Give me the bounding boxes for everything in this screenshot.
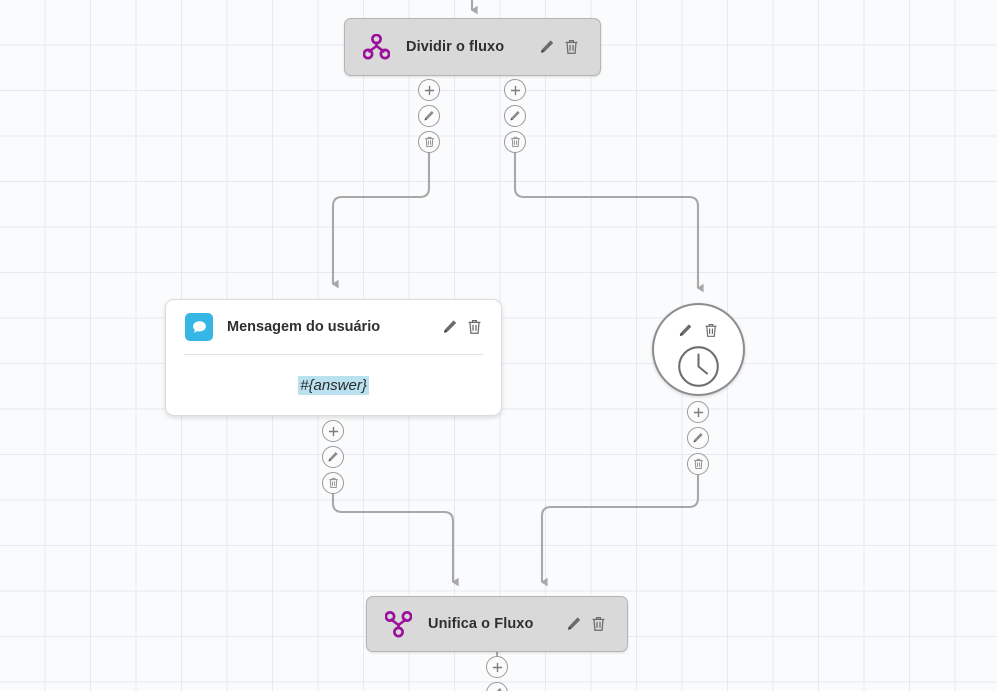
delete-icon[interactable] xyxy=(504,131,526,153)
chat-bubble-icon xyxy=(185,313,213,341)
node-header-actions xyxy=(442,319,483,336)
node-body[interactable]: #{answer} xyxy=(166,355,501,416)
delete-icon[interactable] xyxy=(704,323,720,340)
node-title: Unifica o Fluxo xyxy=(428,616,534,632)
edge-split-left-to-message xyxy=(331,152,431,289)
node-title: Dividir o fluxo xyxy=(406,39,505,55)
edit-icon[interactable] xyxy=(322,446,344,468)
add-icon[interactable] xyxy=(486,656,508,678)
edge-delay-to-merge xyxy=(540,475,700,587)
edit-icon[interactable] xyxy=(504,105,526,127)
add-icon[interactable] xyxy=(504,79,526,101)
edge-message-to-merge xyxy=(331,493,459,587)
divider xyxy=(184,354,483,355)
merge-icon xyxy=(385,610,412,638)
edit-icon[interactable] xyxy=(486,682,508,691)
node-title: Mensagem do usuário xyxy=(227,319,381,335)
node-header-actions xyxy=(539,39,580,56)
edit-icon[interactable] xyxy=(687,427,709,449)
node-delay[interactable] xyxy=(652,303,745,396)
add-icon[interactable] xyxy=(322,420,344,442)
edit-icon[interactable] xyxy=(539,39,555,56)
delete-icon[interactable] xyxy=(322,472,344,494)
add-icon[interactable] xyxy=(687,401,709,423)
split-icon xyxy=(363,34,390,60)
edit-icon[interactable] xyxy=(418,105,440,127)
edit-icon[interactable] xyxy=(442,319,458,336)
message-variable-token[interactable]: #{answer} xyxy=(298,376,369,395)
node-header-actions xyxy=(654,323,743,340)
clock-icon xyxy=(654,345,743,388)
delete-icon[interactable] xyxy=(687,453,709,475)
delete-icon[interactable] xyxy=(564,39,580,56)
add-icon[interactable] xyxy=(418,79,440,101)
delete-icon[interactable] xyxy=(591,616,607,633)
edit-icon[interactable] xyxy=(678,323,694,340)
node-header-actions xyxy=(566,616,607,633)
edit-icon[interactable] xyxy=(566,616,582,633)
delete-icon[interactable] xyxy=(467,319,483,336)
node-mensagem-do-usuario[interactable]: Mensagem do usuário xyxy=(165,299,502,416)
delete-icon[interactable] xyxy=(418,131,440,153)
node-header: Mensagem do usuário xyxy=(166,300,501,354)
node-dividir-o-fluxo[interactable]: Dividir o fluxo xyxy=(344,18,601,76)
node-unifica-o-fluxo[interactable]: Unifica o Fluxo xyxy=(366,596,628,652)
edge-split-right-to-delay xyxy=(513,152,704,293)
